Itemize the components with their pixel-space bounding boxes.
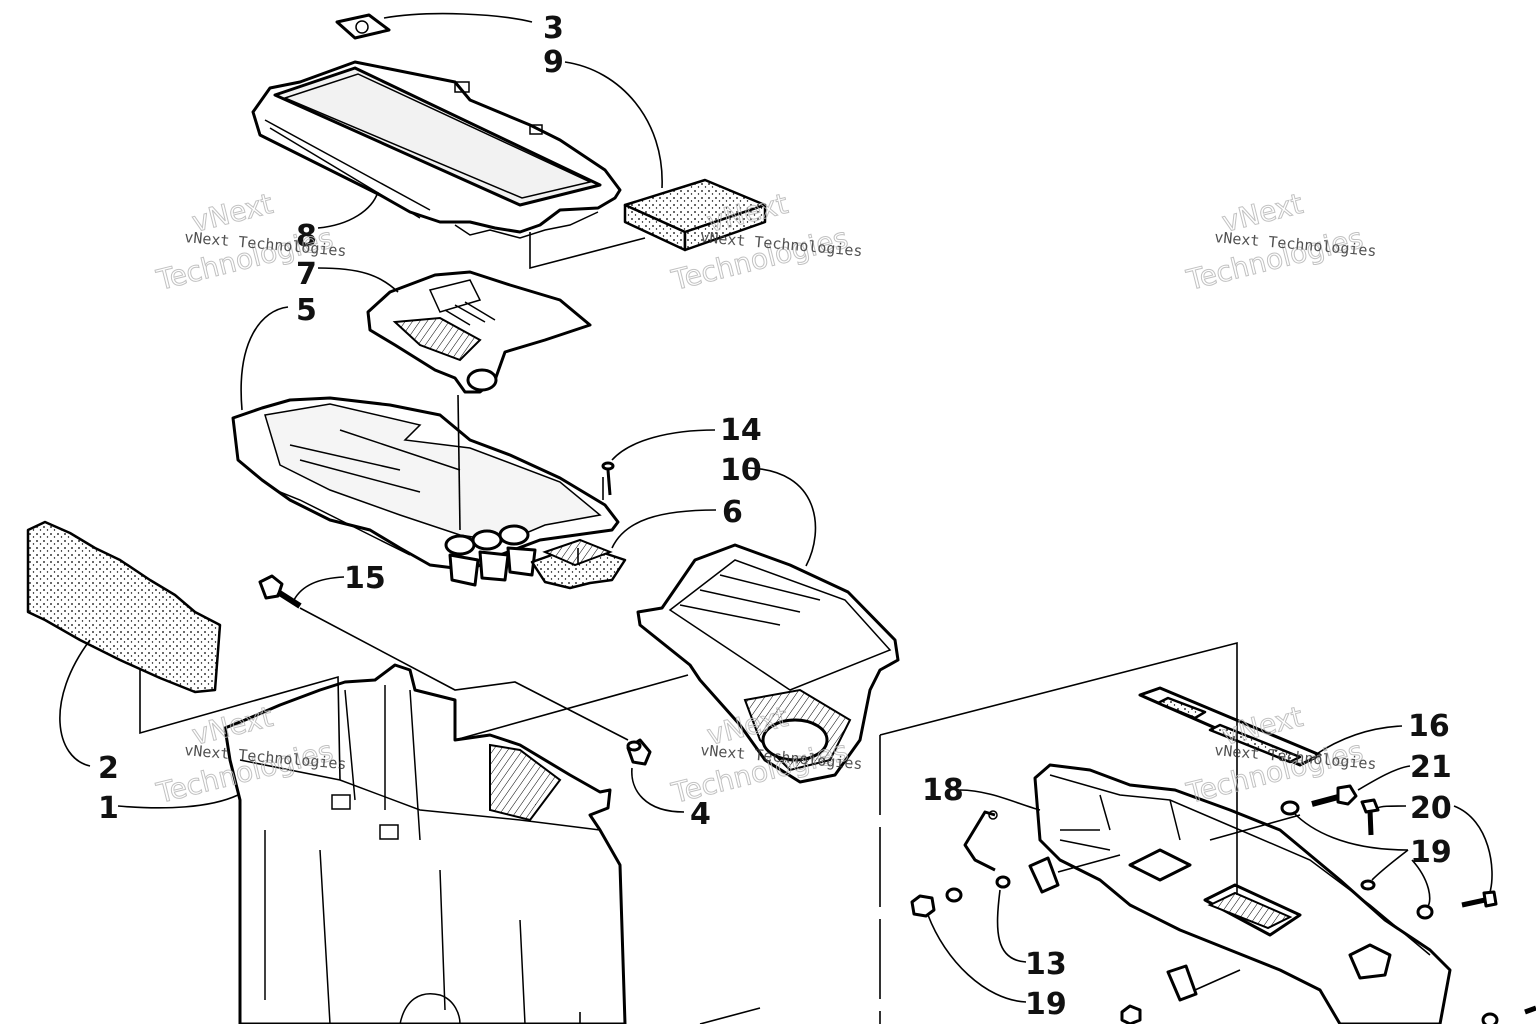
callout-3: 3 bbox=[543, 11, 564, 46]
part-5-airbox-base bbox=[231, 396, 620, 587]
callout-19-bottom: 19 bbox=[1025, 987, 1067, 1022]
part-9-airbox-cover bbox=[251, 60, 622, 239]
watermark-top-left: vNext Technologies vNext Technologies bbox=[152, 186, 347, 297]
outlet-ports bbox=[444, 524, 537, 587]
bolt-20 bbox=[1360, 798, 1380, 836]
washer-19a bbox=[1360, 879, 1376, 891]
watermark-top-right: vNext Technologies vNext Technologies bbox=[1182, 186, 1377, 297]
nut-13 bbox=[910, 894, 936, 918]
part-7-silencer-insert bbox=[366, 270, 592, 394]
alignment-lines bbox=[139, 232, 1301, 1024]
bolt-21 bbox=[1311, 784, 1358, 807]
washer-21 bbox=[1280, 800, 1300, 816]
callout-leaders bbox=[59, 12, 1493, 1003]
callout-8: 8 bbox=[296, 219, 317, 254]
bolt-20b bbox=[1461, 890, 1498, 908]
nut-19 bbox=[1120, 1004, 1142, 1024]
callout-5: 5 bbox=[296, 293, 317, 328]
callout-9: 9 bbox=[543, 45, 564, 80]
callout-1: 1 bbox=[98, 791, 119, 826]
callout-13: 13 bbox=[1025, 947, 1067, 982]
callout-4: 4 bbox=[690, 797, 711, 832]
callout-20: 20 bbox=[1410, 791, 1452, 826]
callout-10: 10 bbox=[720, 453, 762, 488]
callout-7: 7 bbox=[296, 257, 317, 292]
callout-15: 15 bbox=[344, 561, 386, 596]
bolt-edge bbox=[1524, 1005, 1536, 1015]
callout-18: 18 bbox=[922, 773, 964, 808]
clip-13 bbox=[1028, 856, 1060, 894]
callout-2: 2 bbox=[98, 751, 119, 786]
washer-13b bbox=[995, 875, 1011, 889]
part-4-grommet bbox=[626, 738, 652, 766]
callout-numbers: 3 9 8 7 5 14 10 6 15 2 1 4 16 21 20 18 1… bbox=[98, 11, 1452, 1022]
callout-6: 6 bbox=[722, 495, 743, 530]
washer-19c bbox=[1481, 1012, 1499, 1024]
part-2-foam-strip bbox=[26, 520, 222, 694]
part-3-decal bbox=[335, 13, 391, 40]
callout-14: 14 bbox=[720, 413, 762, 448]
washer-19b bbox=[1416, 904, 1434, 920]
part-16-gasket bbox=[1138, 686, 1322, 767]
part-9-foam-filter bbox=[623, 178, 767, 252]
callout-21: 21 bbox=[1410, 750, 1452, 785]
part-14-screw bbox=[601, 461, 615, 496]
part-1-airbox-housing bbox=[223, 663, 627, 1024]
callout-19-right: 19 bbox=[1410, 835, 1452, 870]
mounting-bracket-assembly bbox=[1033, 763, 1452, 1024]
callout-16: 16 bbox=[1408, 709, 1450, 744]
part-18-rod bbox=[963, 810, 998, 872]
clip-19 bbox=[1166, 964, 1198, 1002]
hardware-fasteners bbox=[910, 784, 1536, 1024]
part-10-intake-duct bbox=[636, 543, 900, 784]
washer-13 bbox=[945, 887, 963, 903]
part-15-bolt bbox=[258, 574, 302, 609]
